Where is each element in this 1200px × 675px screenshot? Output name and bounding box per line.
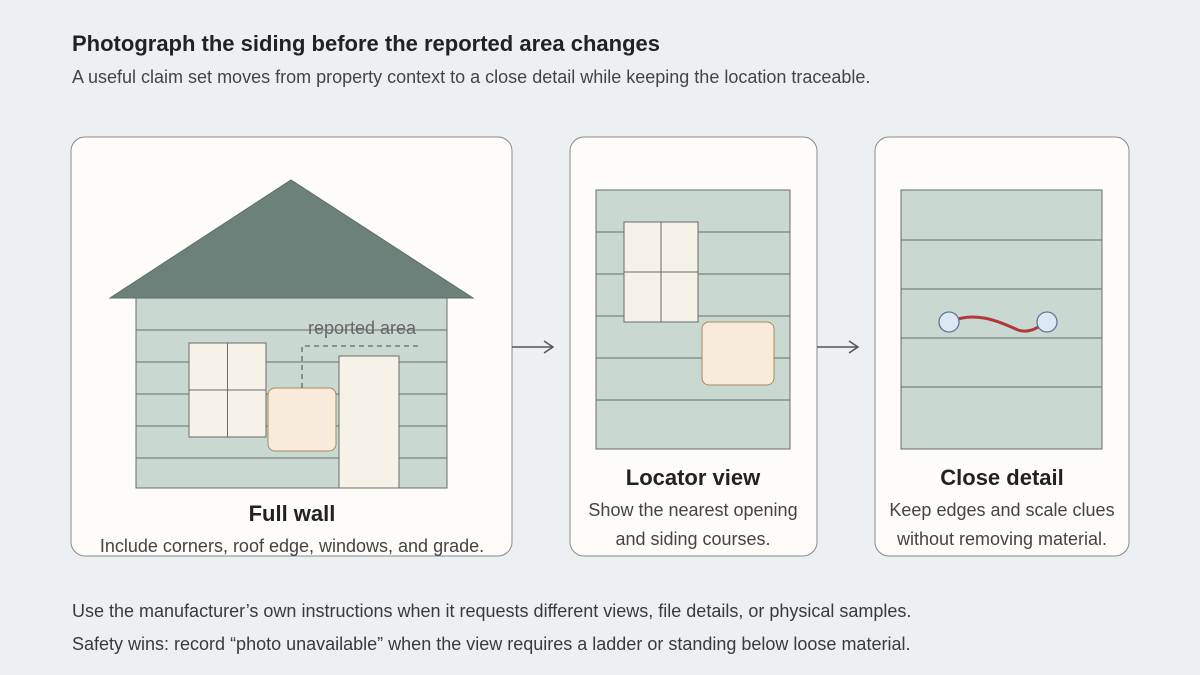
arrow-right-icon <box>512 340 555 354</box>
detail-illustration <box>900 189 1103 450</box>
arrow-right-icon <box>817 340 860 354</box>
footnote-manufacturer: Use the manufacturer’s own instructions … <box>72 601 912 621</box>
siding-closeup <box>900 189 1103 450</box>
page-subtitle: A useful claim set moves from property c… <box>72 67 871 87</box>
panel-caption-locator-line-2: and siding courses. <box>615 529 770 549</box>
door <box>338 355 400 489</box>
panel-caption-locator-line-1: Show the nearest opening <box>588 500 797 520</box>
panel-title-close-detail: Close detail <box>940 465 1063 490</box>
window <box>188 342 267 438</box>
panel-title-full-wall: Full wall <box>249 501 336 526</box>
scale-marker-right <box>1036 311 1058 333</box>
roof <box>108 179 475 299</box>
panel-caption-close-line-2: without removing material. <box>896 529 1107 549</box>
panel-close-detail: Close detail Keep edges and scale clues … <box>874 136 1130 557</box>
panel-title-locator-view: Locator view <box>626 465 761 490</box>
footnote-safety: Safety wins: record “photo unavailable” … <box>72 634 911 654</box>
damaged-area-patch <box>701 321 775 386</box>
reported-area-label: reported area <box>308 318 417 338</box>
window <box>623 221 699 323</box>
callout-line <box>301 345 420 388</box>
house-illustration: reported area <box>108 179 475 489</box>
panel-caption-full-wall: Include corners, roof edge, windows, and… <box>100 536 484 556</box>
scale-marker-left <box>938 311 960 333</box>
locator-illustration <box>595 189 791 450</box>
panel-caption-close-line-1: Keep edges and scale clues <box>889 500 1114 520</box>
siding-courses <box>901 239 1102 388</box>
page-title: Photograph the siding before the reporte… <box>72 31 660 56</box>
panel-full-wall: reported area Full wall Include corners,… <box>70 136 513 557</box>
panel-locator-view: Locator view Show the nearest opening an… <box>569 136 818 557</box>
damaged-area-patch <box>267 387 337 452</box>
